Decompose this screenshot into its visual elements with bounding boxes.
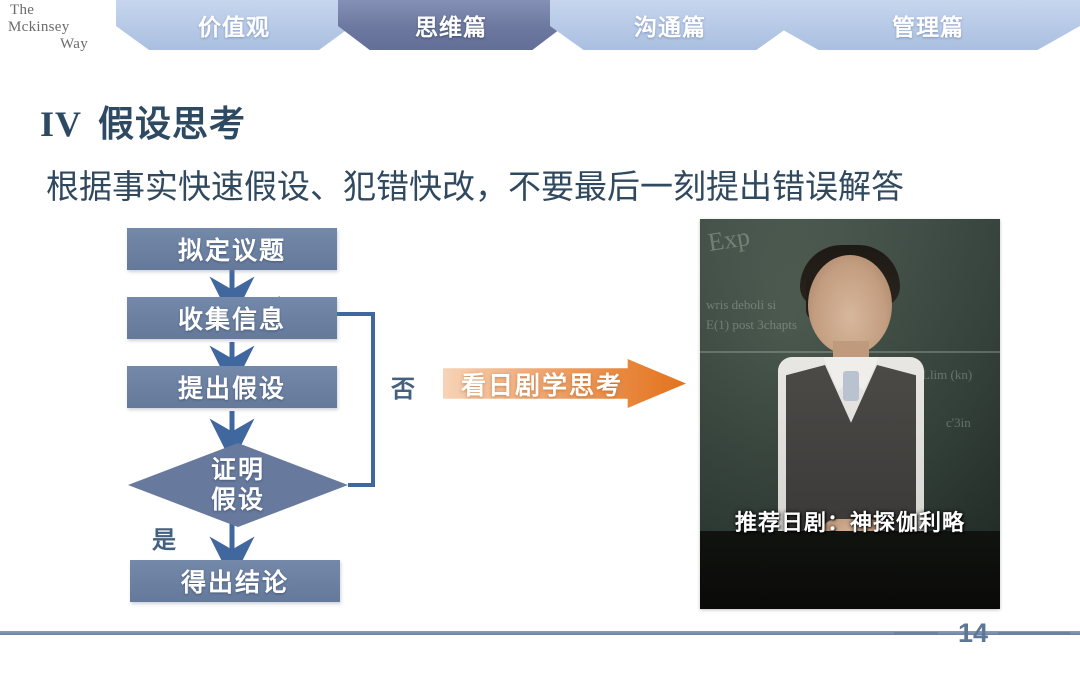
nav-tab-2-label: 沟通篇	[634, 14, 706, 40]
chalk-text-c: E(1) post 3chapts	[706, 317, 797, 332]
flow-decision-label-line-1: 证明	[210, 456, 265, 484]
chalk-text-d: Llim (kn)	[922, 367, 973, 382]
chalk-text-b: wris deboli si	[706, 297, 777, 312]
page-number: 14	[957, 618, 988, 648]
branch-label-yes: 是	[152, 527, 176, 554]
nav-tab-0-label: 价值观	[198, 14, 270, 40]
flow-step-1-label: 收集信息	[177, 306, 286, 334]
page-title-numeral: IV	[40, 104, 83, 144]
hypothesis-flowchart: 拟定议题 收集信息 提出假设 证明 假设 是 得出结论	[110, 215, 410, 615]
nav-tab-0[interactable]: 价值观	[116, 0, 352, 50]
nav-tab-1-label: 思维篇	[415, 14, 487, 40]
drama-photo: Exp wris deboli si E(1) post 3chapts Lli…	[700, 219, 1000, 609]
flowchart-connectors	[209, 270, 375, 582]
flow-step-1[interactable]: 收集信息	[127, 297, 337, 339]
person-tie	[843, 371, 859, 401]
flow-step-0[interactable]: 拟定议题	[127, 228, 337, 270]
footer-rule	[0, 631, 1080, 635]
page-subtitle: 根据事实快速假设、犯错快改，不要最后一刻提出错误解答	[46, 168, 904, 205]
flow-step-0-label: 拟定议题	[177, 237, 286, 265]
nav-tab-2[interactable]: 沟通篇	[550, 0, 790, 50]
page-title: IV 假设思考	[40, 95, 246, 147]
flow-decision-label-line-2: 假设	[210, 486, 265, 514]
page-title-text: 假设思考	[98, 103, 247, 144]
flow-step-2-label: 提出假设	[177, 375, 286, 403]
desk-foreground	[700, 531, 1000, 609]
chalk-text-e: c'3in	[946, 415, 971, 430]
brand-line-2: Mckinsey	[8, 19, 70, 35]
section-nav: 价值观 思维篇 沟通篇 管理篇	[116, 0, 1080, 56]
brand-line-3: Way	[59, 36, 88, 52]
person-head	[808, 255, 892, 355]
flow-step-2[interactable]: 提出假设	[127, 366, 337, 408]
brand-line-1: The	[10, 2, 35, 18]
flow-step-4[interactable]: 得出结论	[130, 560, 340, 602]
cta-arrow-label: 看日剧学思考	[461, 371, 624, 400]
photo-caption: 推荐日剧：神探伽利略	[734, 510, 965, 535]
slide-header: The Mckinsey Way 价值观 思维篇 沟通篇 管理篇	[0, 0, 1080, 62]
nav-tab-1[interactable]: 思维篇	[338, 0, 564, 50]
nav-tab-3-label: 管理篇	[892, 14, 964, 40]
branch-label-no: 否	[391, 376, 415, 403]
nav-tab-3[interactable]: 管理篇	[776, 0, 1080, 50]
page-number-rule-right	[998, 632, 1070, 635]
page-number-rule-left	[894, 632, 938, 635]
flow-step-4-label: 得出结论	[180, 569, 289, 597]
cta-arrow-banner[interactable]: 看日剧学思考	[443, 359, 686, 408]
brand-logo: The Mckinsey Way	[6, 2, 116, 53]
